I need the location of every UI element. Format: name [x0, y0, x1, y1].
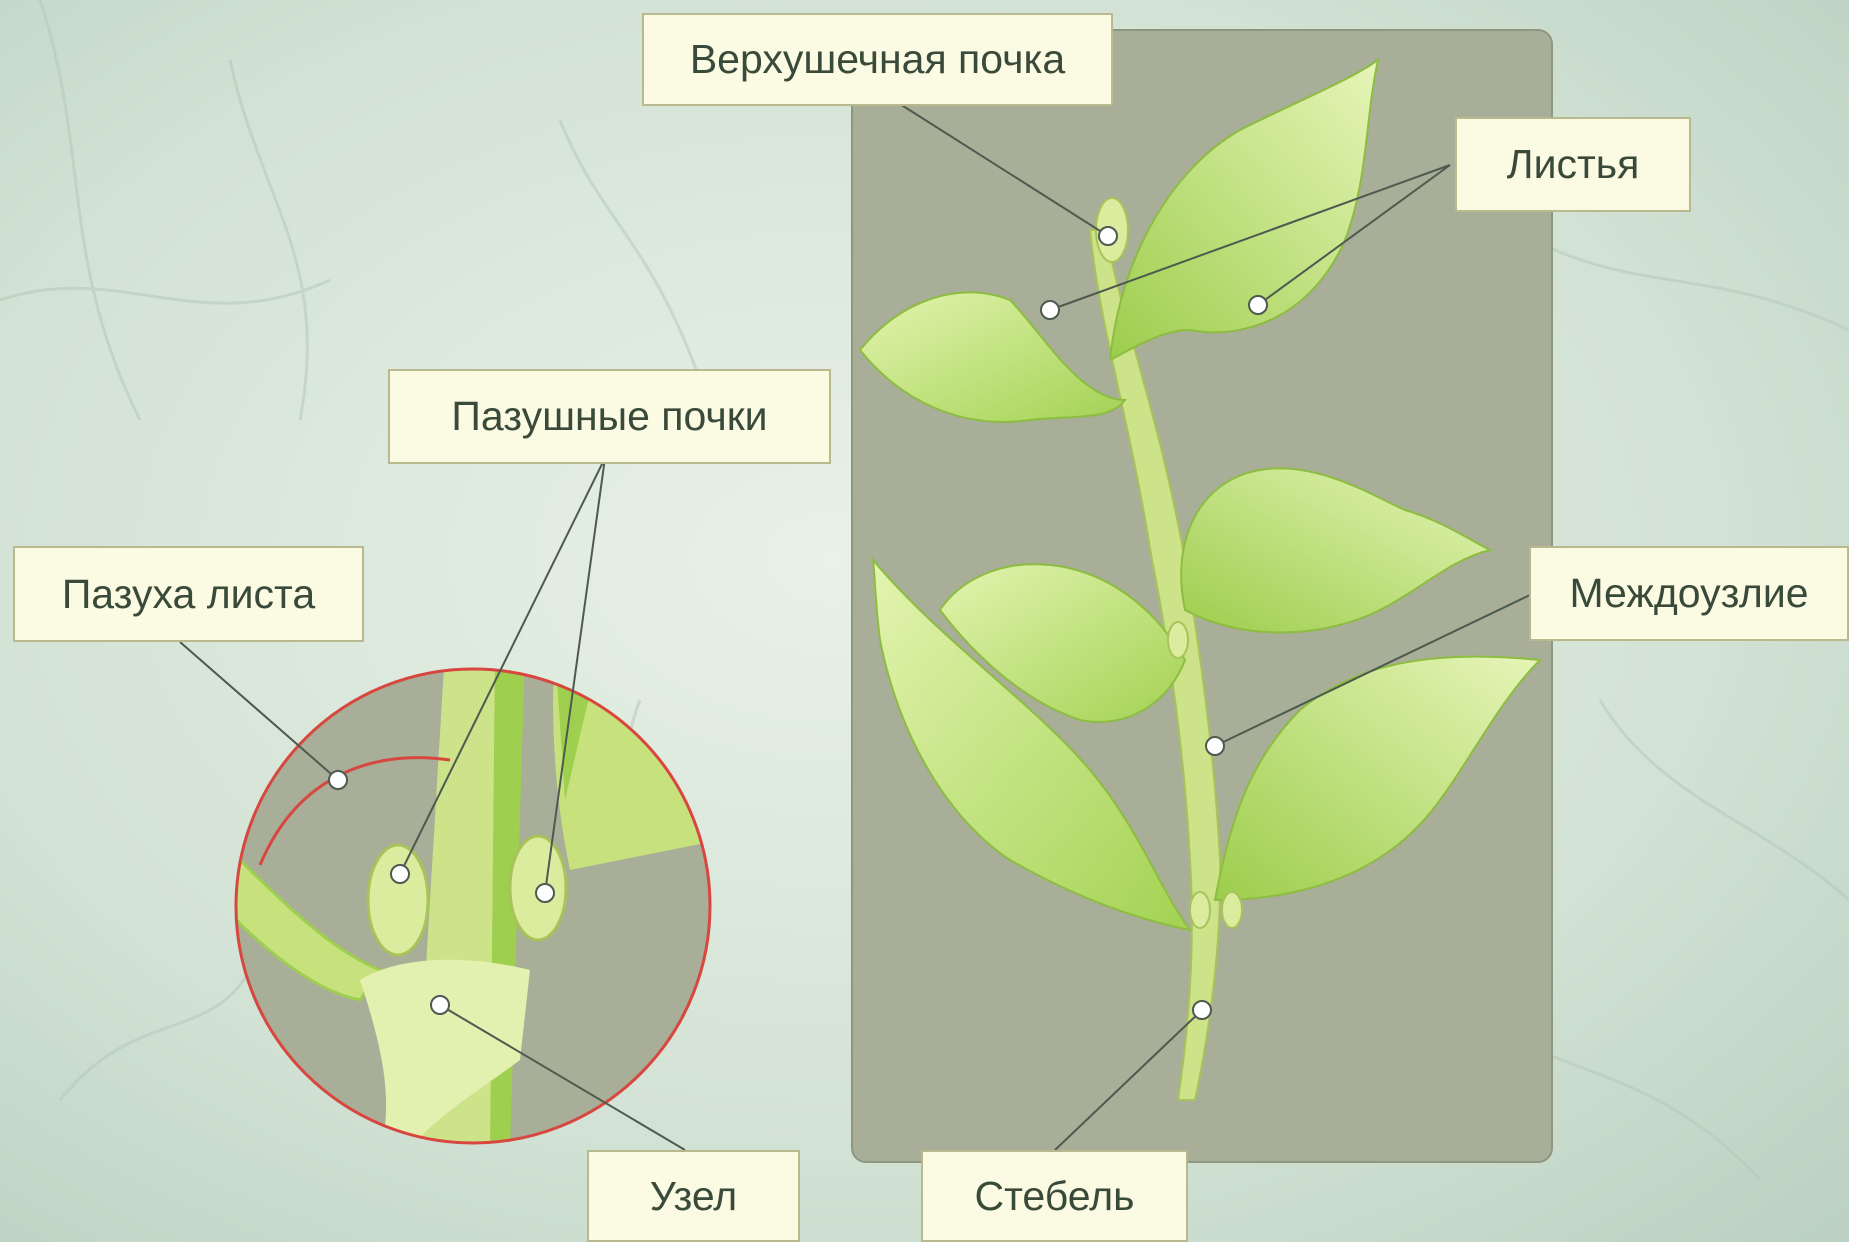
marker-leaf-right: [1249, 296, 1267, 314]
label-apical-bud: Верхушечная почка: [642, 13, 1113, 106]
marker-node: [431, 996, 449, 1014]
marker-leaf-axil: [329, 771, 347, 789]
label-leaves: Листья: [1455, 117, 1691, 212]
marker-internode: [1206, 737, 1224, 755]
marker-stem: [1193, 1001, 1211, 1019]
marker-axillary-bud-right: [536, 884, 554, 902]
marker-leaf-left: [1041, 301, 1059, 319]
node-magnifier: [200, 650, 720, 1150]
label-stem: Стебель: [921, 1150, 1188, 1242]
marker-axillary-bud-left: [391, 865, 409, 883]
label-axillary-buds: Пазушные почки: [388, 369, 831, 464]
marker-apical-bud: [1099, 227, 1117, 245]
label-node: Узел: [587, 1150, 800, 1242]
label-internode: Междоузлие: [1529, 546, 1849, 641]
axillary-bud-left-shape: [368, 845, 428, 955]
label-leaf-axil: Пазуха листа: [13, 546, 364, 642]
